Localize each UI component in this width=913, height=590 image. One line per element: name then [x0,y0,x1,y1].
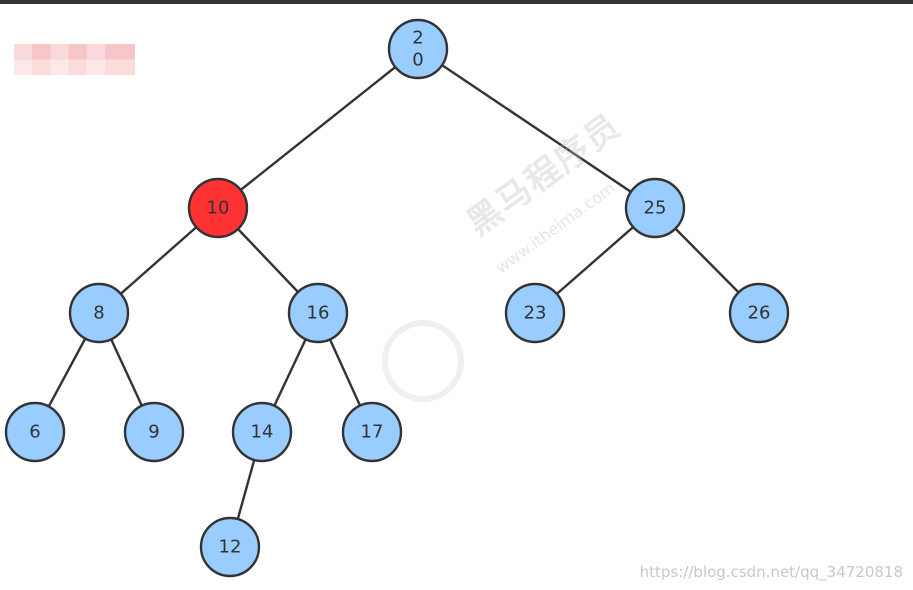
node-circle-25 [624,177,686,239]
redacted-label [14,44,135,75]
node-label-25: 25 [644,198,667,219]
source-url: https://blog.csdn.net/qq_34720818 [639,563,903,581]
tree-node-17: 17 [341,401,403,463]
tree-node-14: 14 [231,401,293,463]
edge-20-25 [417,48,656,209]
node-label-26: 26 [748,303,771,324]
node-circle-26 [728,282,790,344]
tree-node-16: 16 [287,282,349,344]
node-circle-16 [287,282,349,344]
node-circle-20 [387,18,449,80]
tree-node-26: 26 [728,282,790,344]
node-label-16: 16 [307,303,330,324]
node-circle-10 [187,177,249,239]
node-label-20-line2: 0 [412,50,423,71]
node-circle-14 [231,401,293,463]
edge-20-10 [217,48,419,209]
node-label-8: 8 [93,303,104,324]
tree-node-8: 8 [68,282,130,344]
tree-node-20: 20 [387,18,449,80]
tree-node-25: 25 [624,177,686,239]
node-label-10: 10 [207,198,230,219]
node-label-20-line1: 2 [412,28,423,49]
tree-node-10: 10 [187,177,249,239]
tree-node-6: 6 [4,401,66,463]
node-circle-17 [341,401,403,463]
tree-node-23: 23 [504,282,566,344]
node-label-23: 23 [524,303,547,324]
node-label-9: 9 [148,422,159,443]
node-label-14: 14 [251,422,274,443]
node-label-17: 17 [361,422,384,443]
node-label-12: 12 [219,537,242,558]
top-border [0,0,913,4]
node-circle-6 [4,401,66,463]
tree-node-9: 9 [123,401,185,463]
edges-layer [33,48,760,548]
node-circle-12 [199,516,261,578]
tree-node-12: 12 [199,516,261,578]
node-label-6: 6 [29,422,40,443]
nodes-layer: 20 10 25 8 16 23 26 6 9 14 17 12 [4,18,790,578]
node-circle-8 [68,282,130,344]
watermark-seal-icon [382,320,464,402]
node-circle-9 [123,401,185,463]
node-circle-23 [504,282,566,344]
